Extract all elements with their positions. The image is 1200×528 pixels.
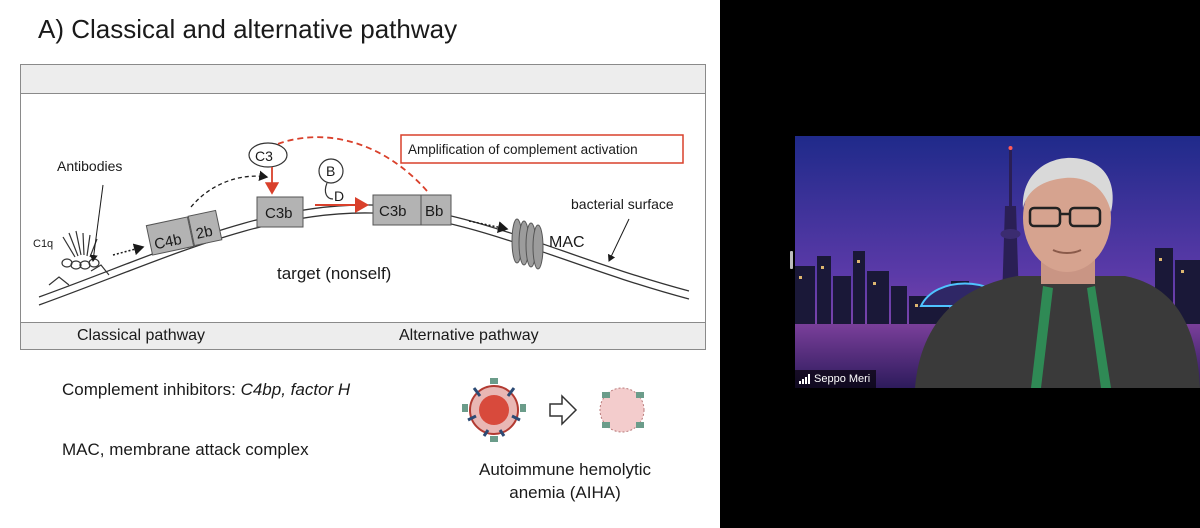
factor-b-icon bbox=[318, 158, 344, 184]
factor-b-label: B bbox=[326, 163, 335, 179]
c4b-label: C4b bbox=[153, 231, 183, 253]
presentation-slide: A) Classical and alternative pathway bbox=[0, 0, 720, 528]
classical-pathway-label: Classical pathway bbox=[77, 327, 206, 344]
antibodies-pointer-arrow bbox=[89, 184, 104, 262]
aiha-caption-line-2: anemia (AIHA) bbox=[509, 483, 621, 502]
c2b-label: 2b bbox=[194, 223, 214, 243]
factor-d-hook-icon bbox=[324, 182, 334, 200]
activation-arrow-1 bbox=[112, 243, 145, 256]
c1q-antibody-complex-icon bbox=[48, 230, 110, 286]
lysed-red-cell-icon bbox=[599, 387, 645, 433]
view-resize-handle[interactable] bbox=[790, 251, 793, 269]
bb-label: Bb bbox=[425, 203, 443, 220]
transition-arrow-icon bbox=[549, 394, 578, 426]
pathway-illustration: C1q Antibodies C4b 2b C3 C3b B bbox=[33, 134, 690, 306]
speaker-person bbox=[915, 157, 1200, 388]
c3b-label: C3b bbox=[265, 205, 293, 222]
alternative-pathway-label: Alternative pathway bbox=[399, 327, 539, 344]
participant-name-tag: Seppo Meri bbox=[795, 370, 877, 388]
c3-label: C3 bbox=[255, 148, 273, 164]
participant-name: Seppo Meri bbox=[814, 373, 871, 385]
inhibitors-label: Complement inhibitors: bbox=[62, 380, 241, 399]
c3-component-icon bbox=[248, 142, 288, 168]
target-label: target (nonself) bbox=[277, 264, 391, 283]
amplification-loop-arrow bbox=[274, 136, 428, 192]
opsonized-red-cell-icon bbox=[462, 378, 526, 442]
signal-strength-icon bbox=[799, 374, 810, 384]
c4b2b-convertase: C4b 2b bbox=[145, 209, 223, 256]
c3b-convertase-label: C3b bbox=[379, 203, 407, 220]
mac-pore-icon bbox=[511, 218, 544, 270]
mac-label: MAC bbox=[549, 234, 585, 251]
activation-arrow-2 bbox=[468, 220, 509, 234]
diagram-bottom-band: Classical pathway Alternative pathway bbox=[21, 322, 705, 349]
complement-inhibitors-text: Complement inhibitors: C4bp, factor H bbox=[62, 380, 350, 400]
c3b-convertase-box bbox=[372, 194, 422, 226]
slide-title: A) Classical and alternative pathway bbox=[38, 14, 458, 44]
inhibitors-list: C4bp, factor H bbox=[240, 380, 351, 399]
mac-definition-text: MAC, membrane attack complex bbox=[62, 440, 309, 459]
participant-video-tile[interactable]: Seppo Meri bbox=[795, 136, 1200, 388]
bacterial-surface-label: bacterial surface bbox=[571, 196, 674, 212]
amplification-box bbox=[400, 134, 684, 164]
video-feed bbox=[795, 136, 1200, 388]
antibodies-label: Antibodies bbox=[57, 158, 122, 174]
membrane-surface bbox=[38, 204, 690, 306]
diagram-top-band bbox=[21, 65, 705, 94]
pathway-diagram: C1q Antibodies C4b 2b C3 C3b B bbox=[20, 64, 706, 350]
c1q-label: C1q bbox=[33, 238, 53, 250]
aiha-illustration bbox=[462, 378, 645, 442]
aiha-caption-line-1: Autoimmune hemolytic bbox=[479, 460, 651, 479]
c3-cleavage-arrow bbox=[190, 170, 269, 208]
aiha-caption: Autoimmune hemolytic anemia (AIHA) bbox=[450, 458, 680, 504]
factor-d-label: D bbox=[334, 188, 344, 204]
bb-box bbox=[420, 194, 452, 226]
c3b-box bbox=[256, 196, 304, 228]
bacterial-surface-pointer-arrow bbox=[607, 218, 630, 262]
amplification-label: Amplification of complement activation bbox=[408, 142, 638, 157]
